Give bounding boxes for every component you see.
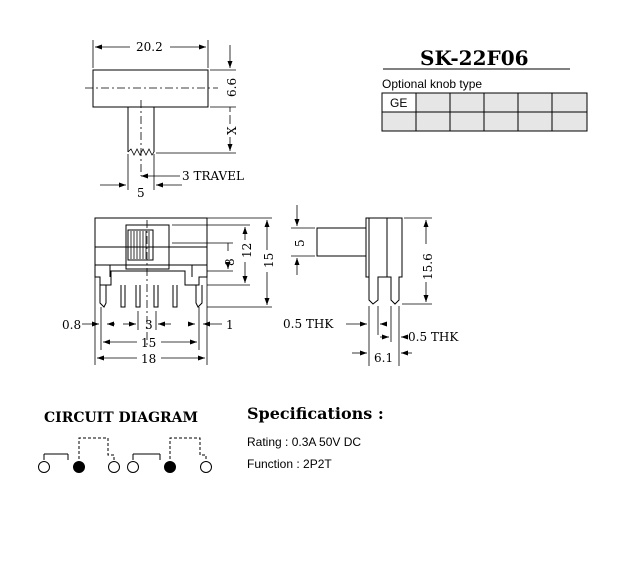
knob-cell: [552, 93, 587, 112]
front-pins: [99, 285, 203, 308]
dim-width-18: 18: [141, 352, 156, 366]
dim-side-15-6: 15.6: [421, 253, 435, 280]
dim-front-15: 15: [262, 253, 276, 268]
knob-table: Optional knob type GE: [381, 77, 588, 132]
knob-cell: [450, 93, 484, 112]
dim-width-20-2: 20.2: [136, 40, 163, 54]
front-body: [94, 217, 208, 286]
specs-heading: Specifications :: [247, 404, 384, 423]
top-view: 20.2 6.6 X 5 3 TRAVEL: [85, 40, 244, 200]
knob-type-ge: GE: [390, 96, 407, 110]
contact-common: [73, 461, 85, 473]
dim-side-5: 5: [293, 239, 307, 247]
side-knob: [316, 227, 367, 257]
model-title: SK-22F06: [420, 46, 529, 70]
dim-travel: 3 TRAVEL: [182, 169, 244, 183]
dim-front-12: 12: [240, 243, 254, 258]
dim-shaft-5: 5: [137, 186, 145, 200]
top-knob-body: [92, 69, 209, 108]
dim-side-6-1: 6.1: [374, 351, 393, 365]
front-knob: [125, 224, 170, 270]
dim-thk-right: 0.5 THK: [408, 330, 459, 344]
front-view: 8 12 15 0.8 3 1 15 18: [62, 217, 276, 366]
dim-pin-1: 1: [226, 318, 234, 332]
contact-open: [108, 461, 120, 473]
contact-common: [164, 461, 176, 473]
spec-function: Function : 2P2T: [247, 457, 332, 471]
knob-cell: [416, 93, 450, 112]
knob-table-caption: Optional knob type: [382, 77, 482, 91]
knob-cell: [484, 93, 518, 112]
contact-open: [127, 461, 139, 473]
dim-front-8: 8: [223, 258, 237, 266]
dim-height-6-6: 6.6: [225, 78, 239, 97]
shaft-break: [127, 148, 155, 156]
contact-open: [200, 461, 212, 473]
dim-shaft-x: X: [225, 126, 239, 135]
dim-pin-0-8: 0.8: [62, 318, 81, 332]
side-view: 5 15.6 0.5 THK 0.5 THK 6.1: [283, 205, 459, 366]
dim-span-15: 15: [141, 336, 156, 350]
knob-cell: [518, 93, 552, 112]
dim-pin-pitch-3: 3: [145, 318, 153, 332]
side-body: [365, 217, 403, 305]
spec-rating: Rating : 0.3A 50V DC: [247, 435, 361, 449]
circuit-diagram: CIRCUIT DIAGRAM: [38, 410, 212, 473]
dim-thk-left: 0.5 THK: [283, 317, 334, 331]
specifications: Specifications : Rating : 0.3A 50V DC Fu…: [247, 404, 384, 471]
circuit-heading: CIRCUIT DIAGRAM: [44, 410, 198, 426]
model-title-block: SK-22F06: [383, 46, 570, 70]
knob-ridges: [130, 231, 150, 259]
contact-open: [38, 461, 50, 473]
